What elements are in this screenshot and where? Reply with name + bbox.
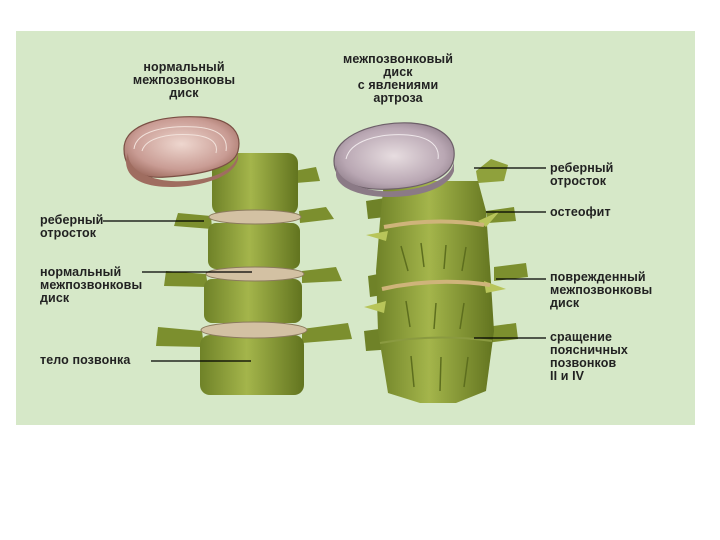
label-rib-process-left: реберный отросток <box>40 214 103 240</box>
label-damaged-disc: поврежденный межпозвонковы диск <box>550 271 652 310</box>
label-fusion: сращение поясничных позвонков II и IV <box>550 331 628 383</box>
label-normal-disc-left: нормальный межпозвонковы диск <box>40 266 142 305</box>
label-osteophyte: остеофит <box>550 206 611 219</box>
label-vertebral-body: тело позвонка <box>40 354 130 367</box>
illustration-panel: нормальный межпозвонковы диск межпозвонк… <box>16 31 695 425</box>
label-rib-process-right: реберный отросток <box>550 162 613 188</box>
normal-spine <box>124 117 352 395</box>
label-arthrosis-disc: межпозвонковый диск с явлениями артроза <box>326 53 470 105</box>
arthrosis-spine <box>334 123 528 403</box>
label-normal-disc-top: нормальный межпозвонковы диск <box>114 61 254 100</box>
